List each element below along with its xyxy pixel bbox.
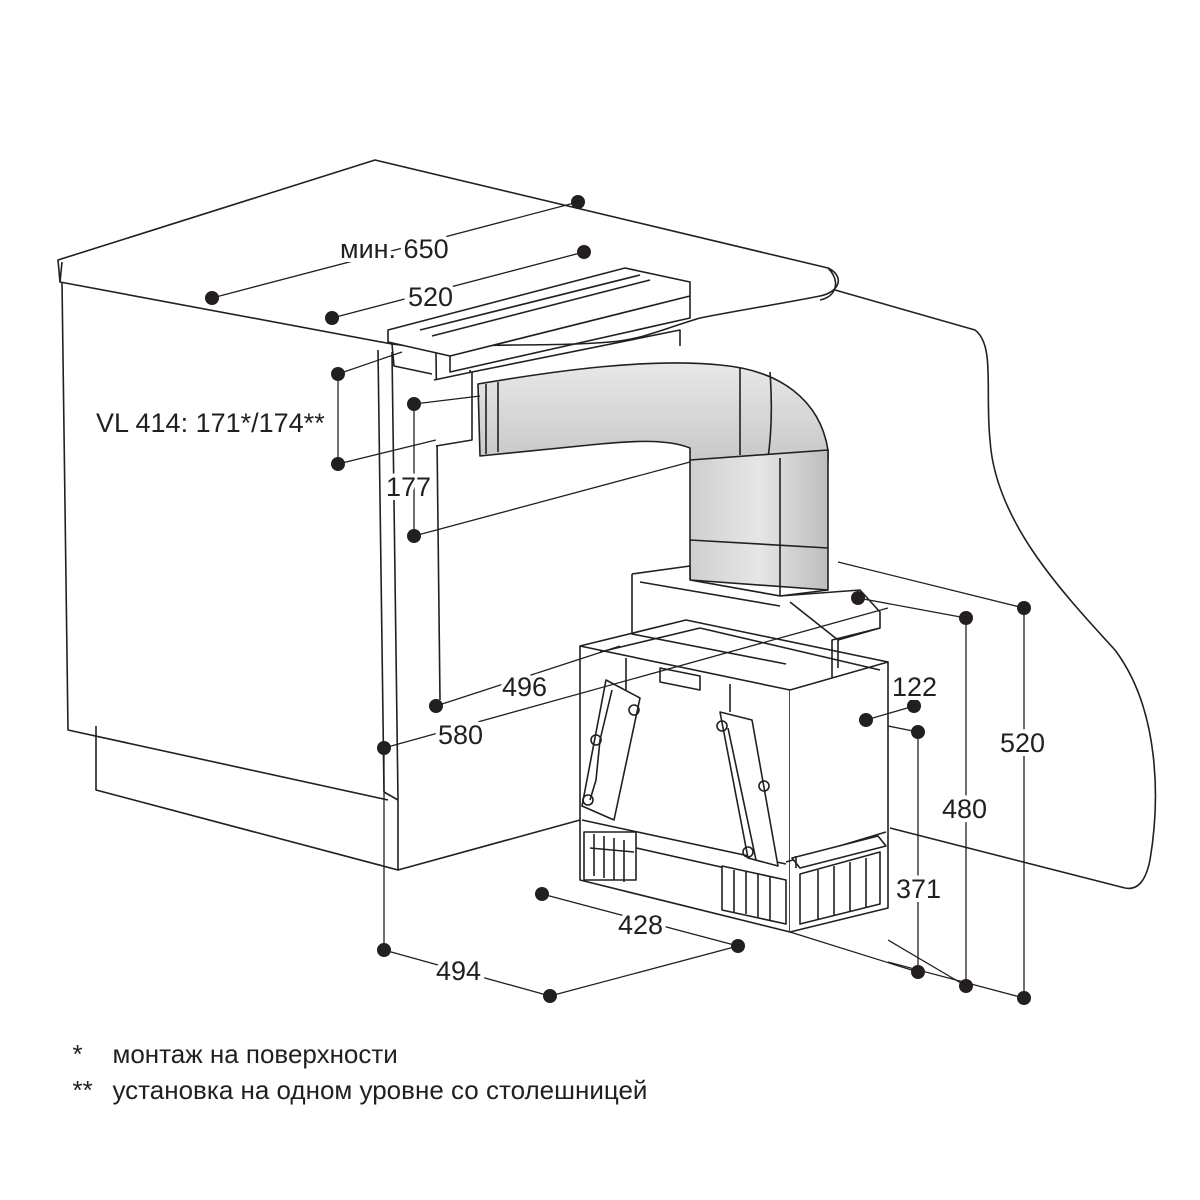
dim-dot: [535, 887, 549, 901]
footnote-mark: **: [72, 1075, 93, 1105]
dim-dot: [205, 291, 219, 305]
dimension-lines: [211, 201, 1025, 999]
back-wall: [834, 289, 1157, 890]
dim-dot: [407, 397, 421, 411]
label-duct-setback: 496: [502, 672, 547, 702]
dim-dot: [571, 195, 585, 209]
fan-handle: [791, 835, 887, 869]
label-fan-height-480: 480: [942, 794, 987, 824]
dim-dot: [429, 699, 443, 713]
dimension-markers: [205, 195, 1031, 1005]
dim-dot: [859, 713, 873, 727]
dim-dot: [911, 725, 925, 739]
dim-dot: [959, 611, 973, 625]
dim-dot: [377, 943, 391, 957]
label-vl414-height: VL 414: 171*/174**: [96, 408, 325, 438]
dim-dot: [851, 591, 865, 605]
label-fan-offset: 580: [438, 720, 483, 750]
footnote-flush-mount: ** установка на одном уровне со столешниц…: [58, 1044, 647, 1106]
horizontal-duct: [477, 362, 829, 463]
right-vent-grille: [721, 851, 881, 925]
footnote-surface-mount: * монтаж на поверхности: [58, 1008, 398, 1070]
dim-dot: [331, 457, 345, 471]
dim-dot: [731, 939, 745, 953]
label-hob-depth: 520: [408, 282, 453, 312]
vertical-duct: [689, 449, 829, 597]
label-fan-step: 122: [892, 672, 937, 702]
label-duct-height: 177: [386, 472, 431, 502]
dim-dot: [1017, 991, 1031, 1005]
label-fan-depth: 494: [436, 956, 481, 986]
right-bracket: [716, 711, 779, 867]
footnote-text: установка на одном уровне со столешницей: [112, 1075, 648, 1105]
left-bracket: [581, 679, 641, 821]
dim-dot: [325, 311, 339, 325]
dim-dot: [959, 979, 973, 993]
dim-dot: [1017, 601, 1031, 615]
label-fan-width: 428: [618, 910, 663, 940]
dim-dot: [543, 989, 557, 1003]
dimension-labels: мин. 650 520 VL 414: 171*/174** 177 496 …: [92, 230, 1049, 990]
dim-dot: [911, 965, 925, 979]
label-fan-height-total: 520: [1000, 728, 1045, 758]
dim-dot: [377, 741, 391, 755]
left-vent-grille: [583, 831, 637, 882]
dim-dot: [331, 367, 345, 381]
dim-dot: [907, 699, 921, 713]
footnote-text: монтаж на поверхности: [112, 1039, 398, 1069]
cabinet: [61, 281, 581, 871]
dim-dot: [407, 529, 421, 543]
dim-dot: [577, 245, 591, 259]
footnote-mark: *: [72, 1039, 83, 1069]
label-countertop-depth: мин. 650: [340, 234, 449, 264]
downdraft-unit: [387, 267, 691, 447]
label-fan-height-371: 371: [896, 874, 941, 904]
